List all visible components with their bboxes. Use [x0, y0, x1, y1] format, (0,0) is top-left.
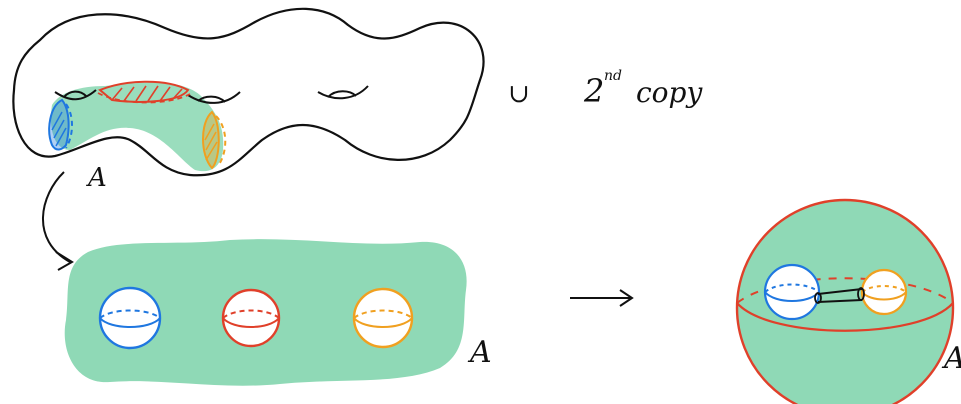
curved-arrow-down	[43, 172, 72, 270]
second-copy-word: copy	[636, 76, 703, 109]
region-label-top: A	[86, 163, 107, 193]
region-label-sphere: A	[941, 341, 961, 376]
big-sphere	[737, 200, 953, 404]
second-copy-sup: nd	[604, 68, 622, 84]
genus-three-surface	[13, 9, 483, 175]
region-label-strip: A	[467, 335, 492, 370]
inner-orange-sphere	[862, 270, 906, 314]
second-copy-base: 2	[583, 72, 604, 110]
union-symbol: ∪	[508, 79, 530, 109]
arrow-right	[570, 290, 632, 306]
inner-blue-sphere	[765, 265, 819, 319]
red-sphere	[223, 290, 279, 346]
orange-sphere	[354, 289, 412, 347]
region-a-on-surface	[51, 83, 223, 172]
blue-sphere	[100, 288, 160, 348]
